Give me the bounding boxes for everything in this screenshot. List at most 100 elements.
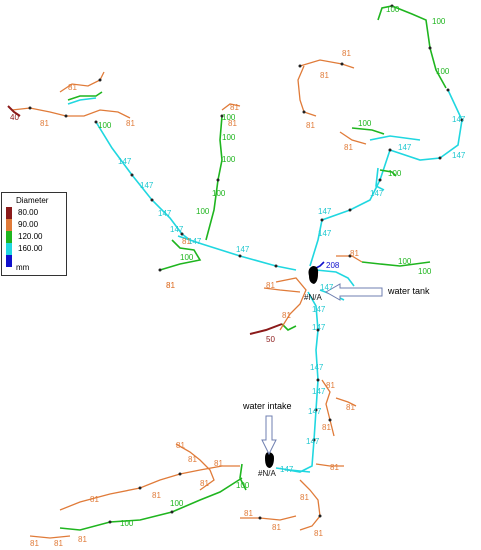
node xyxy=(216,178,220,182)
node xyxy=(298,64,302,68)
pipe-label: 81 xyxy=(320,71,329,80)
intake-arrow-icon xyxy=(261,415,277,456)
pipe-label: 81 xyxy=(30,539,39,548)
node xyxy=(130,173,134,177)
pipe-label: 100 xyxy=(432,17,446,26)
pipe-label: 147 xyxy=(312,323,326,332)
pipe-label: 147 xyxy=(452,151,466,160)
pipe-label: 100 xyxy=(222,113,236,122)
pipe-orange-nw2 xyxy=(59,71,105,93)
legend-swatch xyxy=(6,255,12,267)
pipe-green-nw xyxy=(67,91,103,101)
pipe-label: 100 xyxy=(398,257,412,266)
node xyxy=(390,4,394,8)
pipe-orange-tank2 xyxy=(263,287,301,293)
pipe-orange-nw xyxy=(11,107,131,119)
pipe-label: 81 xyxy=(228,119,237,128)
pipe-orange-tank-e xyxy=(336,255,363,263)
node xyxy=(238,254,242,258)
node xyxy=(170,510,174,514)
legend-swatch xyxy=(6,207,12,219)
pipe-label: 147 xyxy=(306,437,320,446)
node xyxy=(138,486,142,490)
pipe-label: 147 xyxy=(118,157,132,166)
water-tank-icon xyxy=(308,266,319,284)
legend-swatch xyxy=(6,219,12,231)
node xyxy=(180,232,184,236)
orange-pipes xyxy=(11,59,367,539)
legend-row-max xyxy=(4,255,64,267)
pipe-label: 81 xyxy=(90,495,99,504)
node xyxy=(98,78,102,82)
legend-label: 80.00 xyxy=(18,208,39,217)
node xyxy=(274,264,278,268)
pipe-main-trunk xyxy=(287,291,319,473)
pipe-label: 81 xyxy=(40,119,49,128)
node xyxy=(460,118,464,122)
pipe-label: 100 xyxy=(388,169,402,178)
pipe-label: 81 xyxy=(282,311,291,320)
node xyxy=(378,178,382,182)
pipe-label: 81 xyxy=(346,403,355,412)
pipe-label: 81 xyxy=(188,455,197,464)
water-intake-label: water intake xyxy=(243,401,292,411)
orange-labels: 81 81 81 81 81 81 81 81 81 81 81 81 81 8… xyxy=(30,49,359,548)
node xyxy=(316,328,320,332)
intake-node-label: #N/A xyxy=(258,469,276,478)
pipe-green-east xyxy=(361,261,431,267)
pipe-label: 81 xyxy=(326,381,335,390)
pipe-label: 100 xyxy=(386,5,400,14)
node xyxy=(438,156,442,160)
pipe-green-intake xyxy=(239,463,247,491)
green-labels: 100 100 100 100 100 100 100 100 100 100 … xyxy=(98,5,450,528)
node xyxy=(446,88,450,92)
pipe-ne-vertical xyxy=(375,167,385,191)
pipe-label: 81 xyxy=(272,523,281,532)
node xyxy=(178,472,182,476)
legend-row-90: 90.00 xyxy=(4,219,64,231)
pipe-label: 81 xyxy=(152,491,161,500)
pipe-tank-north xyxy=(309,89,463,267)
pipe-label: 100 xyxy=(98,121,112,130)
pipe-darkred-tank xyxy=(249,323,283,335)
pipe-label: 40 xyxy=(10,113,19,122)
pipe-label: 100 xyxy=(120,519,134,528)
pipe-tank-east xyxy=(315,269,355,287)
pipe-label: 81 xyxy=(166,281,175,290)
node xyxy=(318,514,322,518)
pipe-intake-east xyxy=(275,467,311,473)
pipe-nw-top xyxy=(67,97,97,105)
pipe-label: 147 xyxy=(158,209,172,218)
pipe-label: 147 xyxy=(320,283,334,292)
pipe-label: 81 xyxy=(54,539,63,548)
legend-label: 90.00 xyxy=(18,220,39,229)
pipe-label: 81 xyxy=(322,423,331,432)
pipe-label: 147 xyxy=(318,207,332,216)
pipe-label: 81 xyxy=(330,463,339,472)
legend-swatch xyxy=(6,243,12,255)
pipe-label: 147 xyxy=(308,407,322,416)
pipe-label: 81 xyxy=(266,281,275,290)
pipe-label: 147 xyxy=(370,189,384,198)
cyan-labels: 147 147 147 147 147 147 147 147 147 147 … xyxy=(118,115,466,474)
pipe-label: 100 xyxy=(170,499,184,508)
legend-title: Diameter xyxy=(16,196,49,205)
diameter-legend: Diameter 80.00 90.00 120.00 160.00 mm xyxy=(1,192,67,276)
node xyxy=(220,114,224,118)
pipe-label: 81 xyxy=(200,479,209,488)
pipe-label: 147 xyxy=(140,181,154,190)
water-intake-icon xyxy=(265,452,274,468)
darkred-labels: 50 40 xyxy=(10,113,275,344)
green-pipes xyxy=(59,5,447,531)
legend-row-160: 160.00 xyxy=(4,243,64,255)
pipe-junction-west xyxy=(177,235,297,271)
pipe-label: 81 xyxy=(306,121,315,130)
pipe-orange-se3 xyxy=(315,463,344,467)
pipe-green-junction xyxy=(159,239,202,271)
pipe-orange-se2 xyxy=(240,515,297,521)
pipe-orange-sw2 xyxy=(175,443,215,491)
darkred-pipes xyxy=(7,105,283,335)
pipe-label: 100 xyxy=(358,119,372,128)
tank-pipe-label: 208 xyxy=(326,261,340,270)
pipe-label: 147 xyxy=(452,115,466,124)
